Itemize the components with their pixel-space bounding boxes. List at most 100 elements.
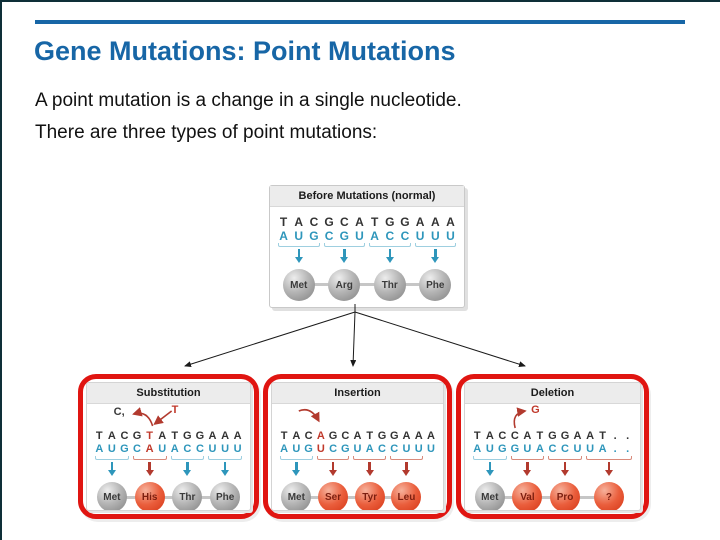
nucleotide: U: [414, 443, 423, 455]
codon-bracket-icon: [414, 243, 456, 247]
nucleotide: C: [183, 443, 192, 455]
codon-brackets: [471, 456, 634, 461]
nucleotide: A: [365, 443, 374, 455]
peptide-chain-line: [111, 495, 226, 499]
nucleotide: .: [613, 443, 617, 455]
amino-acid-sphere: Val: [512, 482, 543, 510]
nucleotide: G: [341, 443, 350, 455]
nucleotide: C: [120, 430, 129, 442]
nucleotide: A: [95, 443, 104, 455]
nucleotide: C: [548, 443, 557, 455]
nucleotide: T: [171, 430, 179, 442]
deleted-nucleotide-label: G: [531, 404, 540, 416]
nucleotide: C: [390, 443, 399, 455]
nucleotide: A: [586, 430, 595, 442]
codon-bracket-icon: [353, 456, 387, 460]
nucleotide: A: [107, 430, 116, 442]
nucleotide: T: [536, 430, 544, 442]
nucleotide: A: [430, 215, 440, 229]
amino-acid-sphere: Thr: [373, 269, 406, 301]
down-arrow-icon: [604, 462, 613, 476]
nucleotide: .: [626, 430, 630, 442]
nucleotide: T: [95, 430, 103, 442]
nucleotide: A: [221, 430, 230, 442]
down-arrow-icon: [294, 249, 303, 263]
nucleotide: G: [560, 430, 570, 442]
nucleotide: U: [233, 443, 242, 455]
nucleotide: C: [561, 443, 569, 455]
nucleotide: T: [366, 430, 374, 442]
down-arrow-icon: [402, 462, 411, 476]
top-edge-line: [0, 0, 720, 2]
peptide-chain-line: [298, 282, 436, 286]
nucleotide: G: [389, 430, 399, 442]
down-arrow-icon: [145, 462, 154, 476]
nucleotide: C: [339, 215, 349, 229]
nucleotide: T: [279, 215, 288, 229]
codon-brackets: [278, 456, 437, 461]
nucleotide: U: [415, 229, 425, 243]
amino-acid-label: Arg: [335, 279, 353, 291]
amino-acid-chain: Met Arg Thr Phe: [276, 268, 458, 301]
nucleotide: C: [510, 430, 519, 442]
codon-bracket-icon: [510, 456, 545, 460]
codon-bracket-icon: [390, 456, 423, 460]
codon-bracket-icon: [369, 243, 411, 247]
codon-bracket-icon: [548, 456, 582, 460]
amino-acid-sphere: Pro: [550, 482, 581, 510]
nucleotide: A: [208, 430, 217, 442]
down-arrow-icon: [523, 462, 532, 476]
nucleotide: G: [510, 443, 520, 455]
nucleotide: A: [292, 430, 301, 442]
nucleotide: U: [355, 229, 364, 243]
amino-acid-label: His: [141, 491, 158, 503]
nucleotide: A: [426, 430, 435, 442]
codon-bracket-icon: [316, 456, 350, 460]
panel-title: Before Mutations (normal): [270, 186, 464, 207]
amino-acid-label: Phe: [215, 491, 235, 503]
nucleotide: C: [400, 229, 410, 243]
nucleotide: G: [385, 215, 395, 229]
nucleotide: G: [498, 443, 507, 455]
nucleotide: A: [402, 430, 411, 442]
nucleotide: A: [446, 215, 455, 229]
nucleotide: U: [426, 443, 435, 455]
nucleotide: C: [133, 443, 141, 455]
codon-bracket-icon: [278, 243, 320, 247]
nucleotide: C: [329, 443, 338, 455]
nucleotide: U: [446, 229, 455, 243]
amino-acid-sphere: Thr: [172, 482, 203, 510]
amino-acid-label: Met: [103, 491, 121, 503]
nucleotide: U: [353, 443, 362, 455]
codon-bracket-icon: [132, 456, 167, 460]
panel-title: Insertion: [272, 383, 443, 404]
nucleotide: G: [377, 430, 387, 442]
codon-arrows: [93, 461, 244, 478]
down-arrow-icon: [221, 462, 230, 476]
codon-bracket-icon: [323, 243, 365, 247]
mutation-arrow-icon: [132, 407, 173, 427]
nucleotide: U: [402, 443, 411, 455]
codon-bracket-icon: [208, 456, 242, 460]
nucleotide: T: [370, 215, 379, 229]
down-arrow-icon: [340, 249, 349, 263]
spacer: [270, 207, 464, 215]
body-line-2: There are three types of point mutations…: [35, 122, 378, 143]
amino-acid-sphere: Met: [282, 269, 315, 301]
nucleotide: A: [473, 443, 482, 455]
amino-acid-label: Leu: [397, 491, 416, 503]
nucleotide: G: [309, 229, 319, 243]
nucleotide: T: [473, 430, 481, 442]
nucleotide: U: [294, 229, 304, 243]
amino-acid-sphere: Phe: [419, 269, 452, 301]
title-rule: [35, 20, 685, 24]
nucleotide: U: [221, 443, 230, 455]
